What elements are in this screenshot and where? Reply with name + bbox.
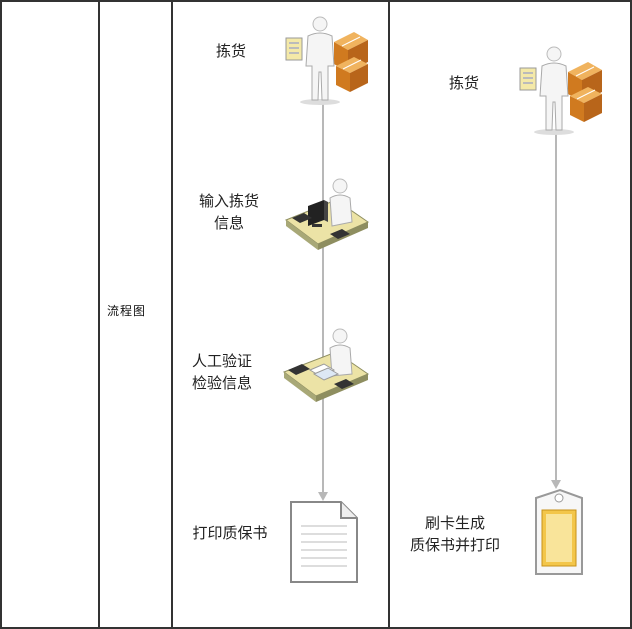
right-arrowhead (551, 480, 561, 489)
left-step-3-line-2: 检验信息 (191, 374, 252, 392)
left-step-4-label: 打印质保书 (184, 522, 276, 544)
left-step-3-line-1: 人工验证 (191, 352, 252, 370)
divider-2 (171, 0, 173, 629)
left-step-2-line-2: 信息 (213, 214, 244, 232)
picker-with-boxes-icon (519, 46, 602, 135)
right-step-2-label: 刷卡生成 质保书并打印 (400, 512, 510, 556)
right-step-1-line-1: 拣货 (448, 74, 479, 92)
card-terminal-icon (535, 488, 583, 575)
left-step-1-line-1: 拣货 (215, 42, 246, 60)
frame-top (0, 0, 632, 2)
divider-3 (388, 0, 390, 629)
frame-right (630, 0, 632, 629)
desk-computer-operator-icon (284, 178, 370, 250)
left-arrowhead (318, 492, 328, 501)
frame-bottom (0, 627, 632, 629)
right-step-2-line-1: 刷卡生成 (424, 514, 485, 532)
left-step-1-label: 拣货 (205, 40, 257, 62)
row-label: 流程图 (107, 304, 147, 318)
document-icon (290, 501, 358, 583)
frame-left (0, 0, 2, 629)
left-step-2-label: 输入拣货 信息 (192, 190, 266, 234)
left-step-2-line-1: 输入拣货 (198, 192, 259, 210)
right-connector (555, 130, 557, 482)
right-step-2-line-2: 质保书并打印 (409, 536, 500, 554)
left-connector (322, 96, 324, 494)
left-step-4-line-1: 打印质保书 (192, 524, 268, 542)
divider-1 (98, 0, 100, 629)
left-step-3-label: 人工验证 检验信息 (185, 350, 259, 394)
desk-manual-check-icon (282, 328, 370, 402)
right-step-1-label: 拣货 (438, 72, 490, 94)
picker-with-boxes-icon (285, 16, 368, 105)
